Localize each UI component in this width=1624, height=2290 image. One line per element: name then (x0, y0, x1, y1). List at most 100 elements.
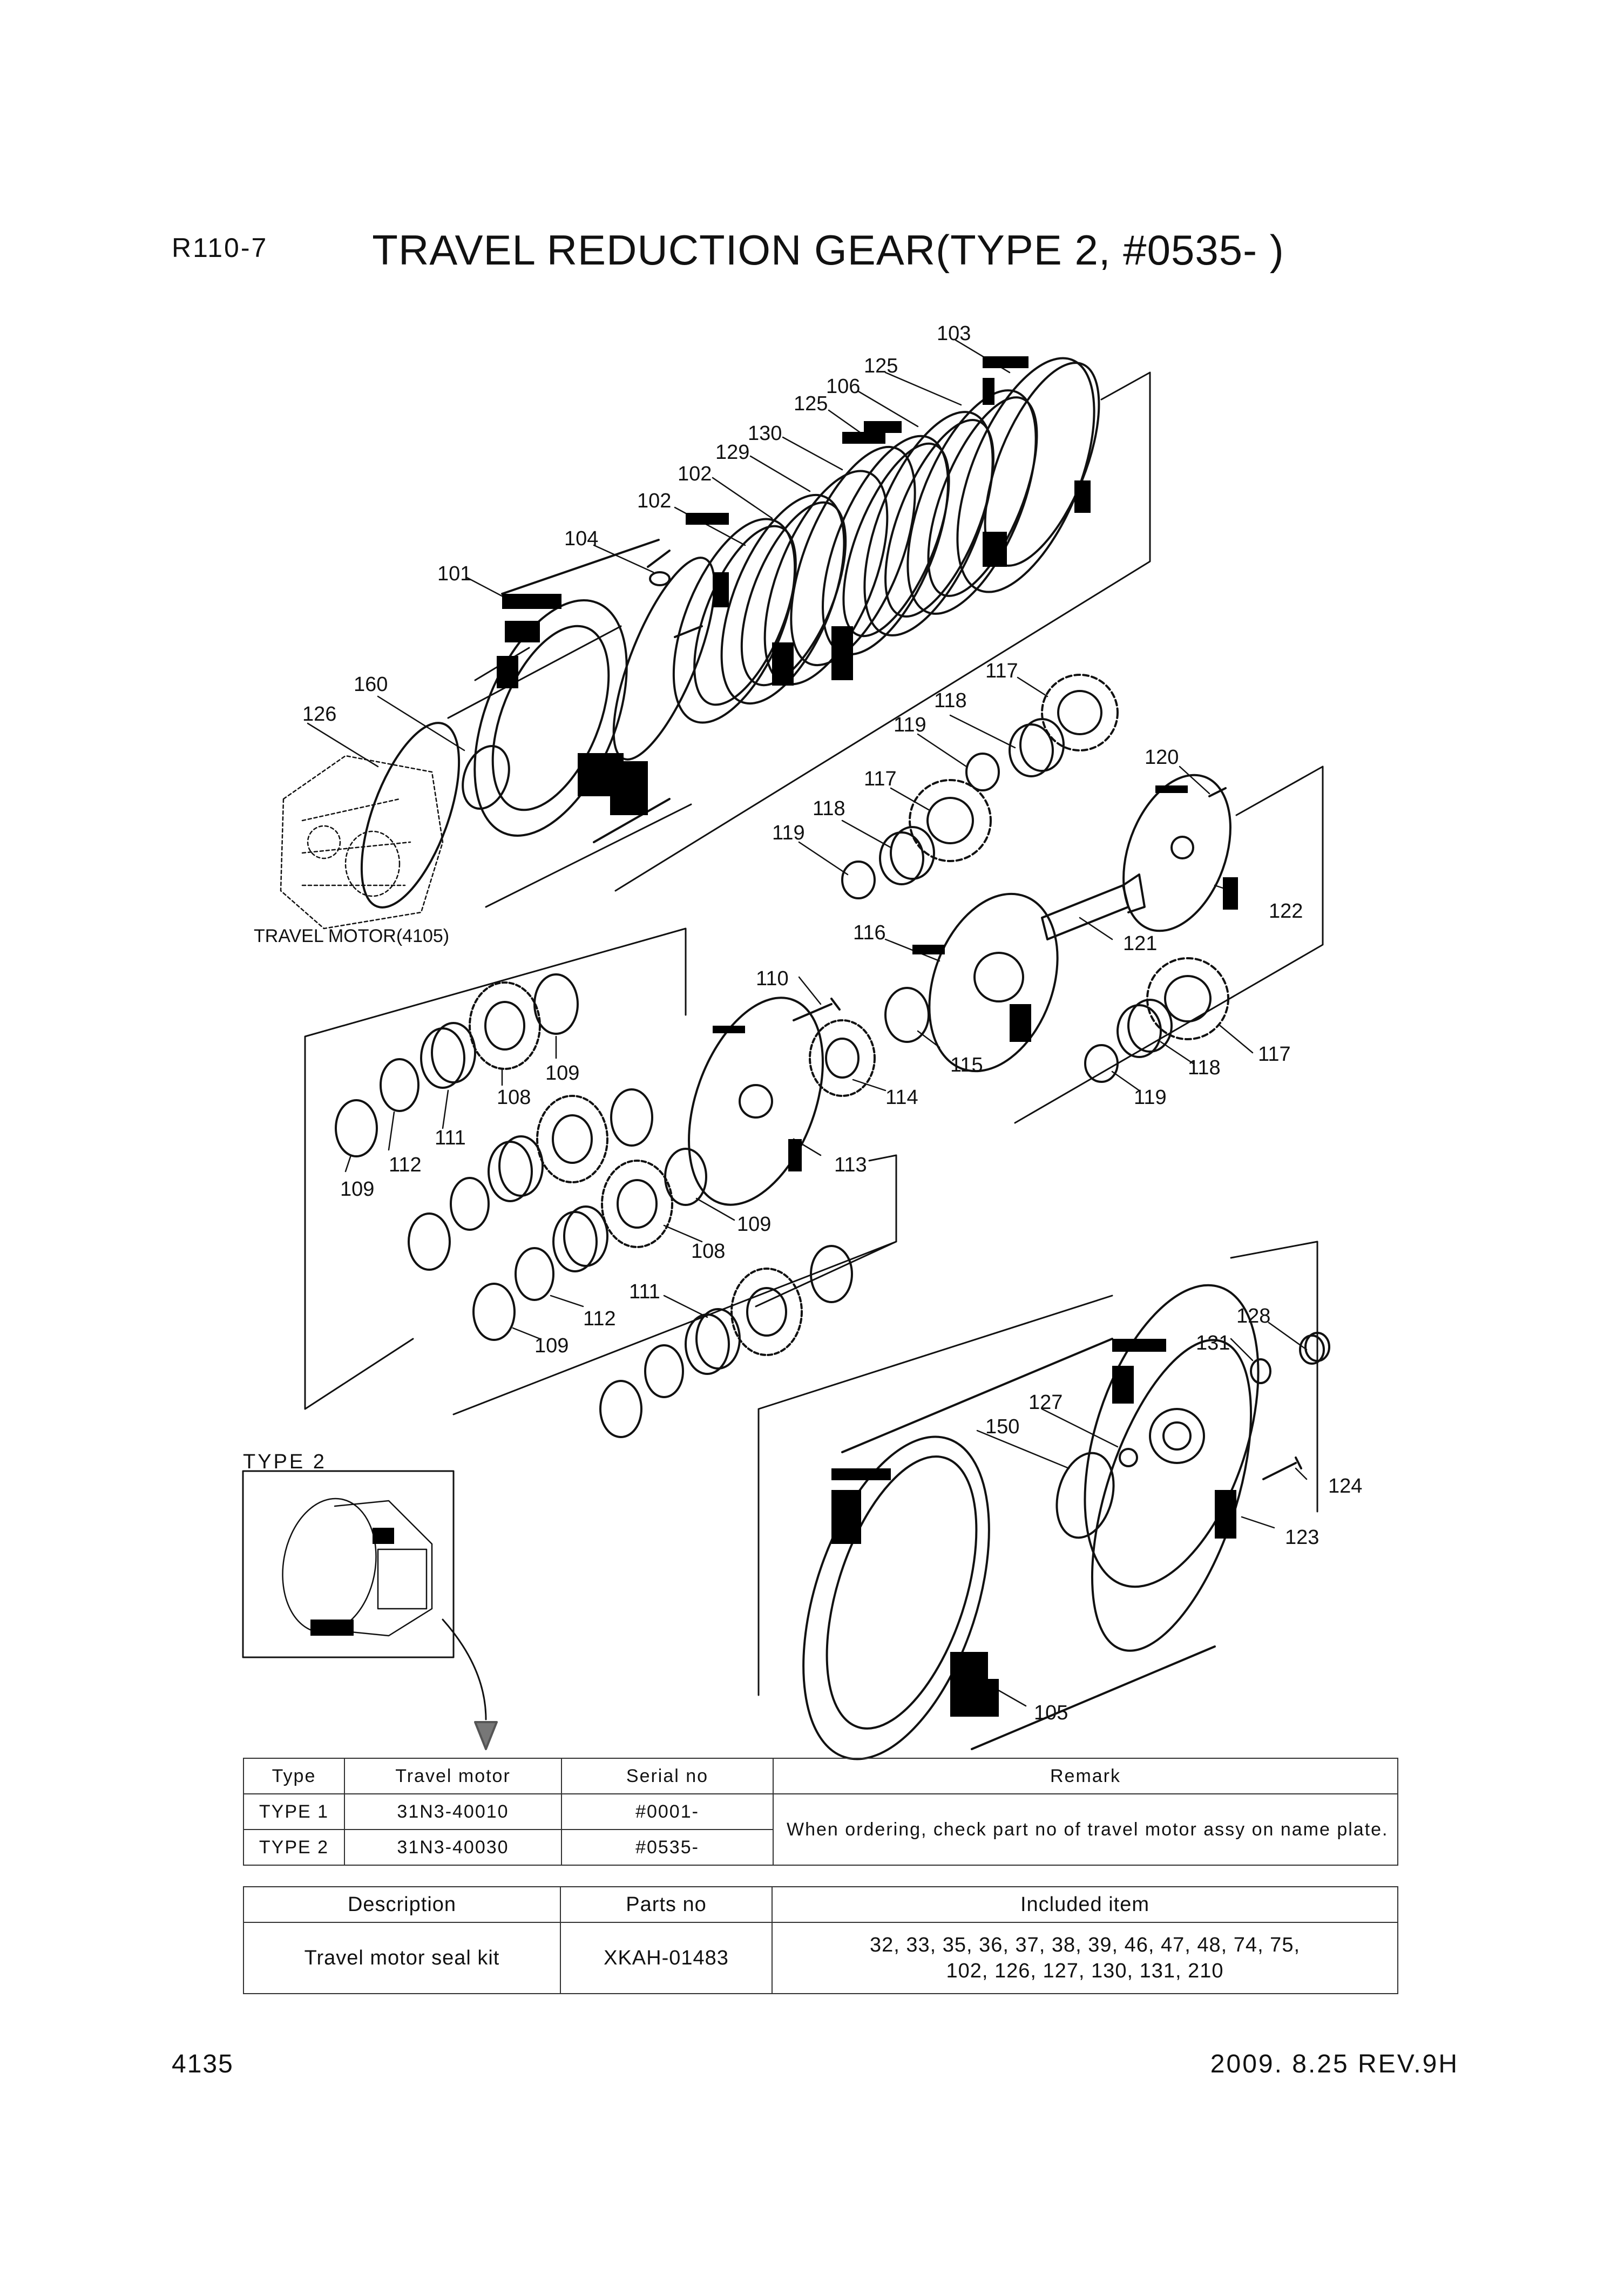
part-109-washer-f (472, 1283, 516, 1341)
travel-motor-label: TRAVEL MOTOR(4105) (254, 926, 449, 946)
mask-blocks (310, 356, 1238, 1717)
part-119-ring-b (841, 861, 876, 899)
part-119-ring-c (1084, 1044, 1119, 1083)
part-121-shaft (1041, 873, 1146, 940)
callout-123: 123 (1285, 1526, 1319, 1549)
motor-cell: 31N3-40010 (344, 1793, 562, 1830)
callout-117-c: 117 (1258, 1043, 1291, 1066)
callout-118-b: 118 (813, 797, 845, 820)
part-111-bearing-c (552, 1205, 608, 1272)
callout-119-b: 119 (772, 822, 805, 844)
part-117-gear-a (1041, 674, 1119, 751)
part-116-carrier (928, 892, 1059, 1073)
callout-119-a: 119 (894, 714, 926, 736)
page-number: 4135 (172, 2050, 234, 2078)
callout-130: 130 (748, 422, 782, 445)
serial-header: Serial no (561, 1758, 774, 1794)
part-112-spacer-d (644, 1344, 684, 1398)
part-131-oring (1250, 1358, 1271, 1384)
part-102-seal-a (672, 518, 797, 724)
revision-date: 2009. 8.25 REV.9H (1210, 2050, 1459, 2078)
part-109-washer-d (408, 1212, 451, 1271)
callout-102-a: 102 (678, 463, 712, 485)
part-102-seal-b (720, 493, 847, 705)
page-title: TRAVEL REDUCTION GEAR(TYPE 2, #0535- ) (372, 226, 1284, 274)
included-items-cell: 32, 33, 35, 36, 37, 38, 39, 46, 47, 48, … (772, 1922, 1398, 1994)
callout-125-a: 125 (864, 355, 898, 377)
type2-inset-frame (242, 1470, 455, 1658)
guide-line-motor (447, 625, 692, 908)
callout-129: 129 (715, 441, 749, 464)
callout-108-a: 108 (497, 1086, 531, 1109)
parts-no-header: Parts no (560, 1886, 773, 1923)
part-118-bearing-a (1009, 718, 1065, 777)
callout-109-c: 109 (737, 1213, 771, 1236)
part-109-washer-c (610, 1088, 653, 1147)
callout-131: 131 (1196, 1332, 1230, 1354)
guide-frame-right-bottom (452, 1154, 897, 1415)
callout-117-b: 117 (864, 768, 897, 790)
part-101-hub (473, 539, 716, 843)
travel-motor-sketch (280, 755, 444, 930)
motor-cell: 31N3-40030 (344, 1829, 562, 1866)
part-119-ring-a (965, 753, 1000, 791)
part-108-gear-a (469, 981, 541, 1070)
callout-117-a: 117 (985, 660, 1018, 682)
part-111-bearing-a (420, 1022, 476, 1089)
callout-111-b: 111 (629, 1280, 660, 1303)
parts-no-cell: XKAH-01483 (560, 1922, 773, 1994)
part-124-bolt (1262, 1456, 1302, 1480)
guide-frame-left (304, 927, 687, 1410)
part-160-ring (462, 744, 510, 810)
part-109-washer-g (810, 1245, 853, 1303)
included-items-line-2: 102, 126, 127, 130, 131, 210 (946, 1960, 1224, 1982)
callout-119-c: 119 (1134, 1086, 1167, 1109)
motor-header: Travel motor (344, 1758, 562, 1794)
callout-108-b: 108 (691, 1240, 725, 1263)
callout-126: 126 (302, 703, 336, 726)
type2-label: TYPE 2 (243, 1451, 327, 1473)
part-109-washer-h (599, 1380, 642, 1438)
part-117-gear-b (909, 779, 992, 862)
callout-111-a: 111 (435, 1127, 466, 1149)
part-112-spacer-b (450, 1177, 490, 1231)
inset-arrow-head (474, 1721, 498, 1750)
part-118-bearing-c (1116, 999, 1173, 1058)
part-123-cover (1084, 1284, 1260, 1588)
callout-127: 127 (1028, 1391, 1063, 1414)
callout-160: 160 (354, 673, 388, 696)
serial-cell: #0001- (561, 1793, 774, 1830)
part-120-pin (1208, 787, 1227, 797)
part-115-snap-ring (884, 987, 930, 1043)
part-111-bearing-b (488, 1135, 544, 1202)
callout-104: 104 (564, 527, 598, 550)
callout-114: 114 (885, 1086, 918, 1109)
part-118-bearing-b (879, 826, 935, 885)
part-122-plate (1122, 774, 1231, 932)
part-109-washer-a (533, 973, 579, 1035)
callout-102-b: 102 (637, 490, 671, 512)
callout-112-a: 112 (389, 1154, 422, 1176)
inset-arrow (442, 1618, 487, 1720)
remark-header: Remark (773, 1758, 1398, 1794)
type-header: Type (243, 1758, 345, 1794)
part-105-housing (802, 1338, 1253, 1760)
type-table: Type Travel motor Serial no Remark TYPE … (243, 1758, 1398, 1866)
callout-120: 120 (1145, 746, 1179, 769)
part-108-gear-d (730, 1268, 803, 1356)
callout-113: 113 (834, 1154, 867, 1176)
description-header: Description (243, 1886, 561, 1923)
callout-121: 121 (1123, 932, 1157, 955)
model-code: R110-7 (172, 233, 268, 263)
callout-118-a: 118 (934, 689, 967, 712)
callout-109-d: 109 (534, 1334, 569, 1357)
part-112-spacer-a (380, 1058, 419, 1112)
part-106-bearing (863, 411, 994, 636)
part-109-washer-b (335, 1099, 378, 1157)
remark-cell: When ordering, check part no of travel m… (773, 1793, 1398, 1866)
part-127-plug (1119, 1448, 1138, 1467)
callout-124: 124 (1328, 1475, 1362, 1498)
part-113-plate (688, 997, 824, 1206)
callout-115: 115 (950, 1054, 983, 1076)
